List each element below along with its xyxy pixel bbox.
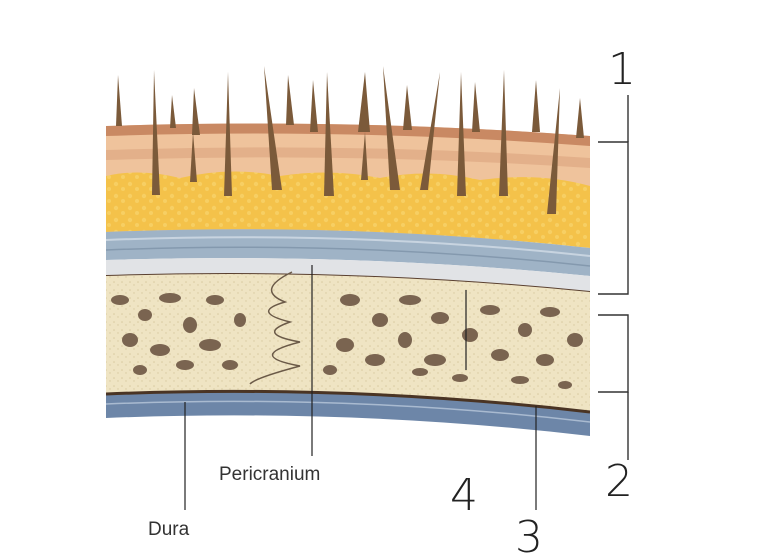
handwritten-number-3: 3 bbox=[515, 512, 543, 557]
diploe-marrow bbox=[111, 293, 583, 389]
leader-lines bbox=[184, 265, 537, 510]
galea-fiber bbox=[106, 236, 590, 257]
cranial-suture bbox=[249, 271, 301, 385]
handwritten-number-4: 4 bbox=[450, 470, 478, 521]
handwritten-number-2: 2 bbox=[605, 456, 633, 507]
bracket-1 bbox=[598, 95, 629, 295]
hair-shafts bbox=[116, 66, 584, 214]
tissue-layers bbox=[106, 66, 590, 436]
galea-layer bbox=[106, 229, 590, 276]
inner-table-line bbox=[106, 389, 590, 414]
pericranium-label: Pericranium bbox=[219, 464, 320, 485]
dura-fiber bbox=[106, 400, 590, 423]
bracket-2 bbox=[598, 314, 629, 460]
galea-fiber bbox=[106, 246, 590, 267]
dura-layer bbox=[106, 391, 590, 436]
handwritten-number-1: 1 bbox=[608, 44, 636, 95]
dura-label: Dura bbox=[148, 519, 190, 540]
